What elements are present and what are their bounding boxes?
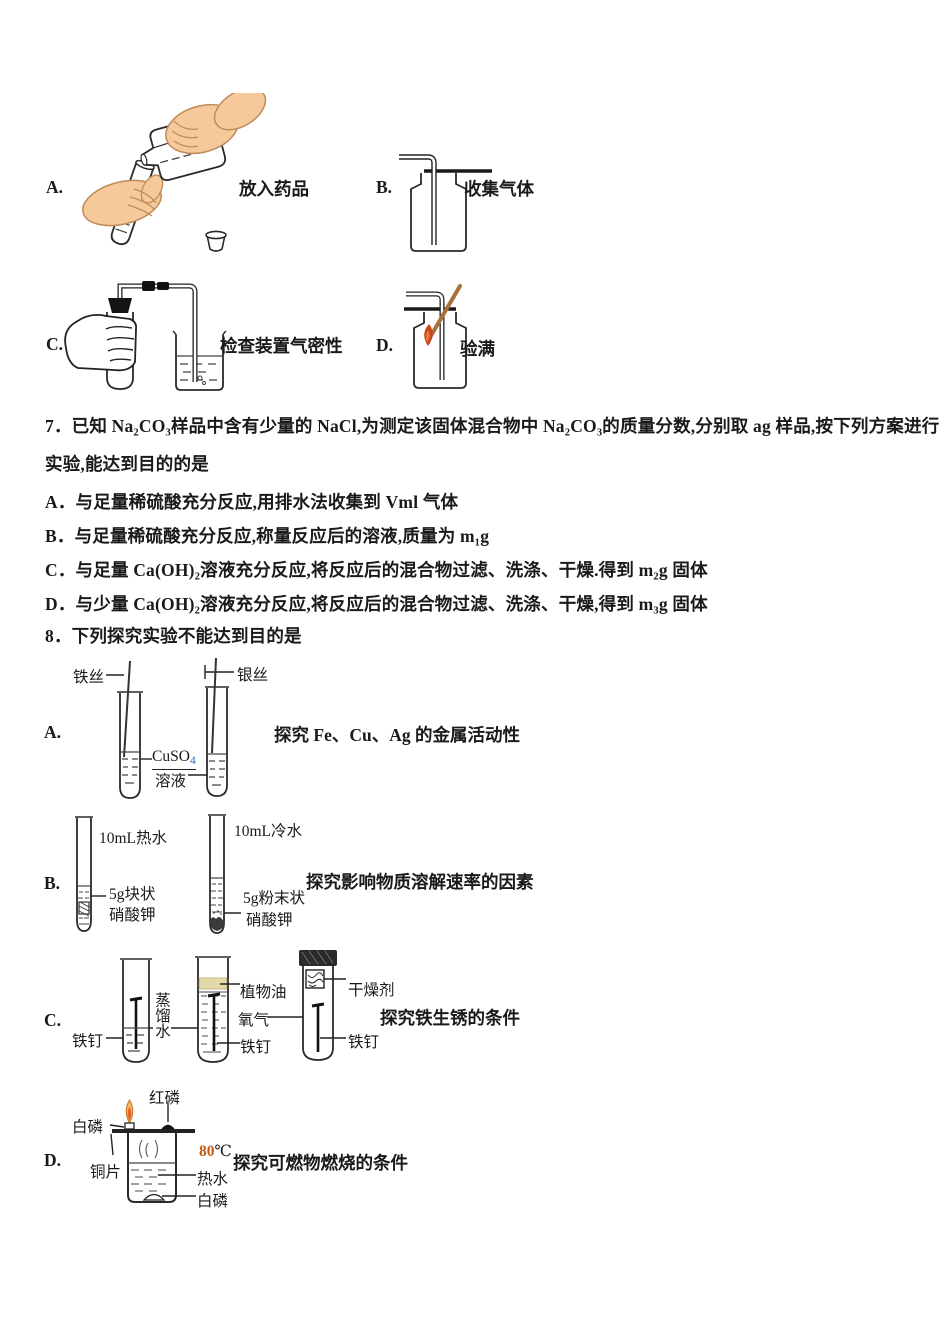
test-tube (119, 693, 141, 799)
left-hand (82, 174, 164, 227)
white-phosphorus-top-label: 白磷 (72, 1119, 104, 1136)
beaker (127, 1133, 177, 1203)
nail1-label: 铁钉 (72, 1033, 104, 1050)
nail2-label: 铁钉 (240, 1039, 272, 1056)
metal-activity-diagram (106, 657, 234, 799)
solution-label: 溶液 (155, 773, 187, 790)
lump-label-line2: 硝酸钾 (109, 907, 156, 924)
option-a-caption: 放入药品 (239, 179, 309, 199)
q8a-letter: A. (44, 722, 62, 742)
temperature-label: 80℃ (199, 1142, 232, 1161)
cold-water-label: 10mL冷水 (234, 823, 303, 840)
cuso4-label: CuSO4 (152, 748, 196, 770)
option-c-letter: C. (46, 334, 64, 354)
distilled-water-label: 蒸馏水 (153, 992, 170, 1039)
iron-nail (129, 996, 143, 1002)
silver-wire-label: 银丝 (237, 667, 269, 684)
option-d-letter: D. (376, 335, 394, 355)
powder-label-line2: 硝酸钾 (246, 912, 293, 929)
silver-wire (211, 657, 217, 754)
lump-label-line1: 5g块状 (109, 886, 156, 903)
desiccant-label: 干燥剂 (348, 982, 395, 999)
red-phosphorus (161, 1124, 175, 1130)
iron-nail (207, 992, 221, 998)
q7-option-d: D．与少量 Ca(OH)₂溶液充分反应,将反应后的混合物过滤、洗涤、干燥,得到 … (45, 594, 708, 614)
q8c-caption: 探究铁生锈的条件 (380, 1008, 520, 1028)
option-b-letter: B. (376, 177, 393, 197)
q8b-letter: B. (44, 873, 61, 893)
option-c-caption: 检查装置气密性 (220, 336, 343, 356)
test-tube (206, 688, 228, 797)
pour-reagent-diagram (82, 93, 267, 252)
q8d-caption: 探究可燃物燃烧的条件 (233, 1153, 408, 1173)
option-a-letter: A. (46, 177, 64, 197)
dissolution-rate-diagram (75, 814, 241, 934)
right-hand (165, 93, 267, 155)
oxygen-label: 氧气 (238, 1012, 270, 1029)
test-tube (209, 816, 225, 934)
cuso4-subscript: 4 (189, 753, 196, 767)
wood-splint (427, 284, 462, 341)
option-d-caption: 验满 (460, 339, 495, 359)
airtightness-diagram (64, 281, 227, 391)
combustion-conditions-diagram (109, 1099, 196, 1203)
q8b-caption: 探究影响物质溶解速率的因素 (306, 872, 534, 892)
rubber-stopper (108, 298, 132, 313)
temperature-unit: ℃ (214, 1143, 232, 1160)
q8c-letter: C. (44, 1010, 62, 1030)
red-phosphorus-label: 红磷 (149, 1090, 181, 1107)
q7-line2: 实验,能达到目的的是 (45, 454, 209, 474)
burning-white-phosphorus (124, 1099, 135, 1130)
q7-option-c: C．与足量 Ca(OH)₂溶液充分反应,将反应后的混合物过滤、洗涤、干燥.得到 … (45, 560, 708, 580)
powder-label-line1: 5g粉末状 (243, 890, 306, 907)
nail3-label: 铁钉 (348, 1034, 380, 1051)
q7-option-a: A．与足量稀硫酸充分反应,用排水法收集到 Vml 气体 (45, 492, 459, 512)
copper-sheet-label: 铜片 (90, 1164, 122, 1181)
option-b-caption: 收集气体 (464, 179, 534, 199)
q7-line1: 7．已知 Na₂CO₃样品中含有少量的 NaCl,为测定该固体混合物中 Na₂C… (45, 416, 940, 436)
temperature-value: 80 (199, 1143, 215, 1160)
gas-bottle (410, 173, 467, 252)
iron-wire (123, 660, 131, 758)
oil-label: 植物油 (240, 984, 287, 1001)
bottle-stopper (205, 230, 227, 252)
q8d-letter: D. (44, 1150, 62, 1170)
white-phosphorus-underwater (142, 1193, 166, 1201)
tube-connector (157, 282, 169, 290)
iron-rusting-diagram (106, 950, 346, 1063)
iron-nail (311, 1002, 325, 1008)
q7-option-b: B．与足量稀硫酸充分反应,称量反应后的溶液,质量为 m₁g (45, 526, 490, 546)
gripping-hand (64, 313, 138, 372)
q8-title: 8．下列探究实验不能达到目的是 (45, 626, 302, 646)
collect-gas-diagram (399, 154, 492, 252)
hot-water-label-d: 热水 (197, 1171, 229, 1188)
beaker (172, 330, 227, 391)
verify-full-diagram (404, 284, 467, 389)
hot-water-label: 10mL热水 (99, 830, 168, 847)
powder-kno3 (210, 917, 224, 931)
tube-connector (142, 281, 155, 291)
white-phosphorus-bottom-label: 白磷 (197, 1193, 229, 1210)
iron-wire-label: 铁丝 (73, 669, 105, 686)
q8a-caption: 探究 Fe、Cu、Ag 的金属活动性 (274, 725, 520, 745)
